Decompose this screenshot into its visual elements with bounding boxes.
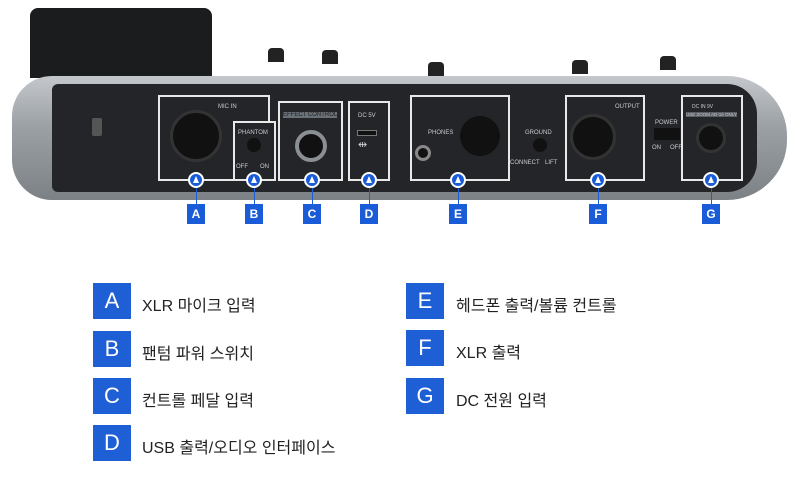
legend-text-c: 컨트롤 페달 입력	[142, 393, 254, 410]
callout-tag-a: A	[187, 204, 205, 224]
lift-label: LIFT	[545, 160, 558, 166]
callout-tag-c: C	[303, 204, 321, 224]
pedal-jack	[295, 130, 327, 162]
knob	[322, 50, 338, 64]
device-rear-panel	[52, 84, 757, 192]
callout-tag-f: F	[589, 204, 607, 224]
output-label: OUTPUT	[615, 104, 640, 110]
legend-text-a: XLR 마이크 입력	[142, 298, 256, 315]
callout-tag-d: D	[360, 204, 378, 224]
knob	[268, 48, 284, 62]
xlr-output-jack	[570, 114, 616, 160]
legend-badge-e: E	[406, 283, 444, 319]
connect-label: CONNECT	[510, 160, 540, 166]
phantom-label: PHANTOM	[238, 130, 268, 136]
power-off-label: OFF	[670, 145, 682, 151]
callout-line	[254, 188, 255, 204]
callout-marker-icon	[450, 172, 466, 188]
dc-jack	[696, 123, 726, 153]
legend-badge-f: F	[406, 330, 444, 366]
callout-line	[458, 188, 459, 204]
legend-text-f: XLR 출력	[456, 345, 522, 362]
lock-slot-icon	[92, 118, 102, 136]
off-label: OFF	[236, 164, 248, 170]
legend-badge-g: G	[406, 378, 444, 414]
legend-text-b: 팬텀 파워 스위치	[142, 346, 254, 363]
usb-icon: ⇹	[358, 139, 368, 151]
callout-marker-icon	[590, 172, 606, 188]
callout-line	[711, 188, 712, 204]
power-label: POWER	[655, 120, 678, 126]
adapter-label: USE ZOOM AD-16 ONLY	[686, 112, 737, 117]
power-on-label: ON	[652, 145, 661, 151]
callout-marker-icon	[304, 172, 320, 188]
mic-in-label: MIC IN	[218, 104, 237, 110]
ground-label: GROUND	[525, 130, 552, 136]
effect-control-label: EFFECT CONTROL	[283, 112, 338, 118]
callout-tag-g: G	[702, 204, 720, 224]
callout-line	[312, 188, 313, 204]
headphone-jack	[415, 145, 431, 161]
phantom-switch	[247, 138, 261, 152]
xlr-input-jack	[170, 110, 222, 162]
knob	[660, 56, 676, 70]
knob	[428, 62, 444, 76]
ground-switch	[533, 138, 547, 152]
callout-marker-icon	[246, 172, 262, 188]
knob	[572, 60, 588, 74]
callout-tag-b: B	[245, 204, 263, 224]
legend-text-g: DC 전원 입력	[456, 393, 547, 410]
power-switch	[654, 128, 680, 140]
pedal-top	[30, 8, 212, 78]
volume-knob	[460, 116, 500, 156]
legend-badge-c: C	[93, 378, 131, 414]
callout-line	[196, 188, 197, 204]
legend-badge-a: A	[93, 283, 131, 319]
callout-line	[598, 188, 599, 204]
phones-label: PHONES	[428, 130, 454, 136]
on-label: ON	[260, 164, 269, 170]
callout-marker-icon	[188, 172, 204, 188]
callout-tag-e: E	[449, 204, 467, 224]
dc-in-label: DC IN 9V	[692, 104, 714, 110]
callout-marker-icon	[361, 172, 377, 188]
legend-text-d: USB 출력/오디오 인터페이스	[142, 440, 336, 457]
callout-line	[369, 188, 370, 204]
legend-badge-d: D	[93, 425, 131, 461]
legend-badge-b: B	[93, 331, 131, 367]
dc5v-label: DC 5V	[358, 113, 376, 119]
legend-text-e: 헤드폰 출력/볼륨 컨트롤	[456, 298, 617, 315]
usb-port	[357, 130, 377, 136]
callout-marker-icon	[703, 172, 719, 188]
